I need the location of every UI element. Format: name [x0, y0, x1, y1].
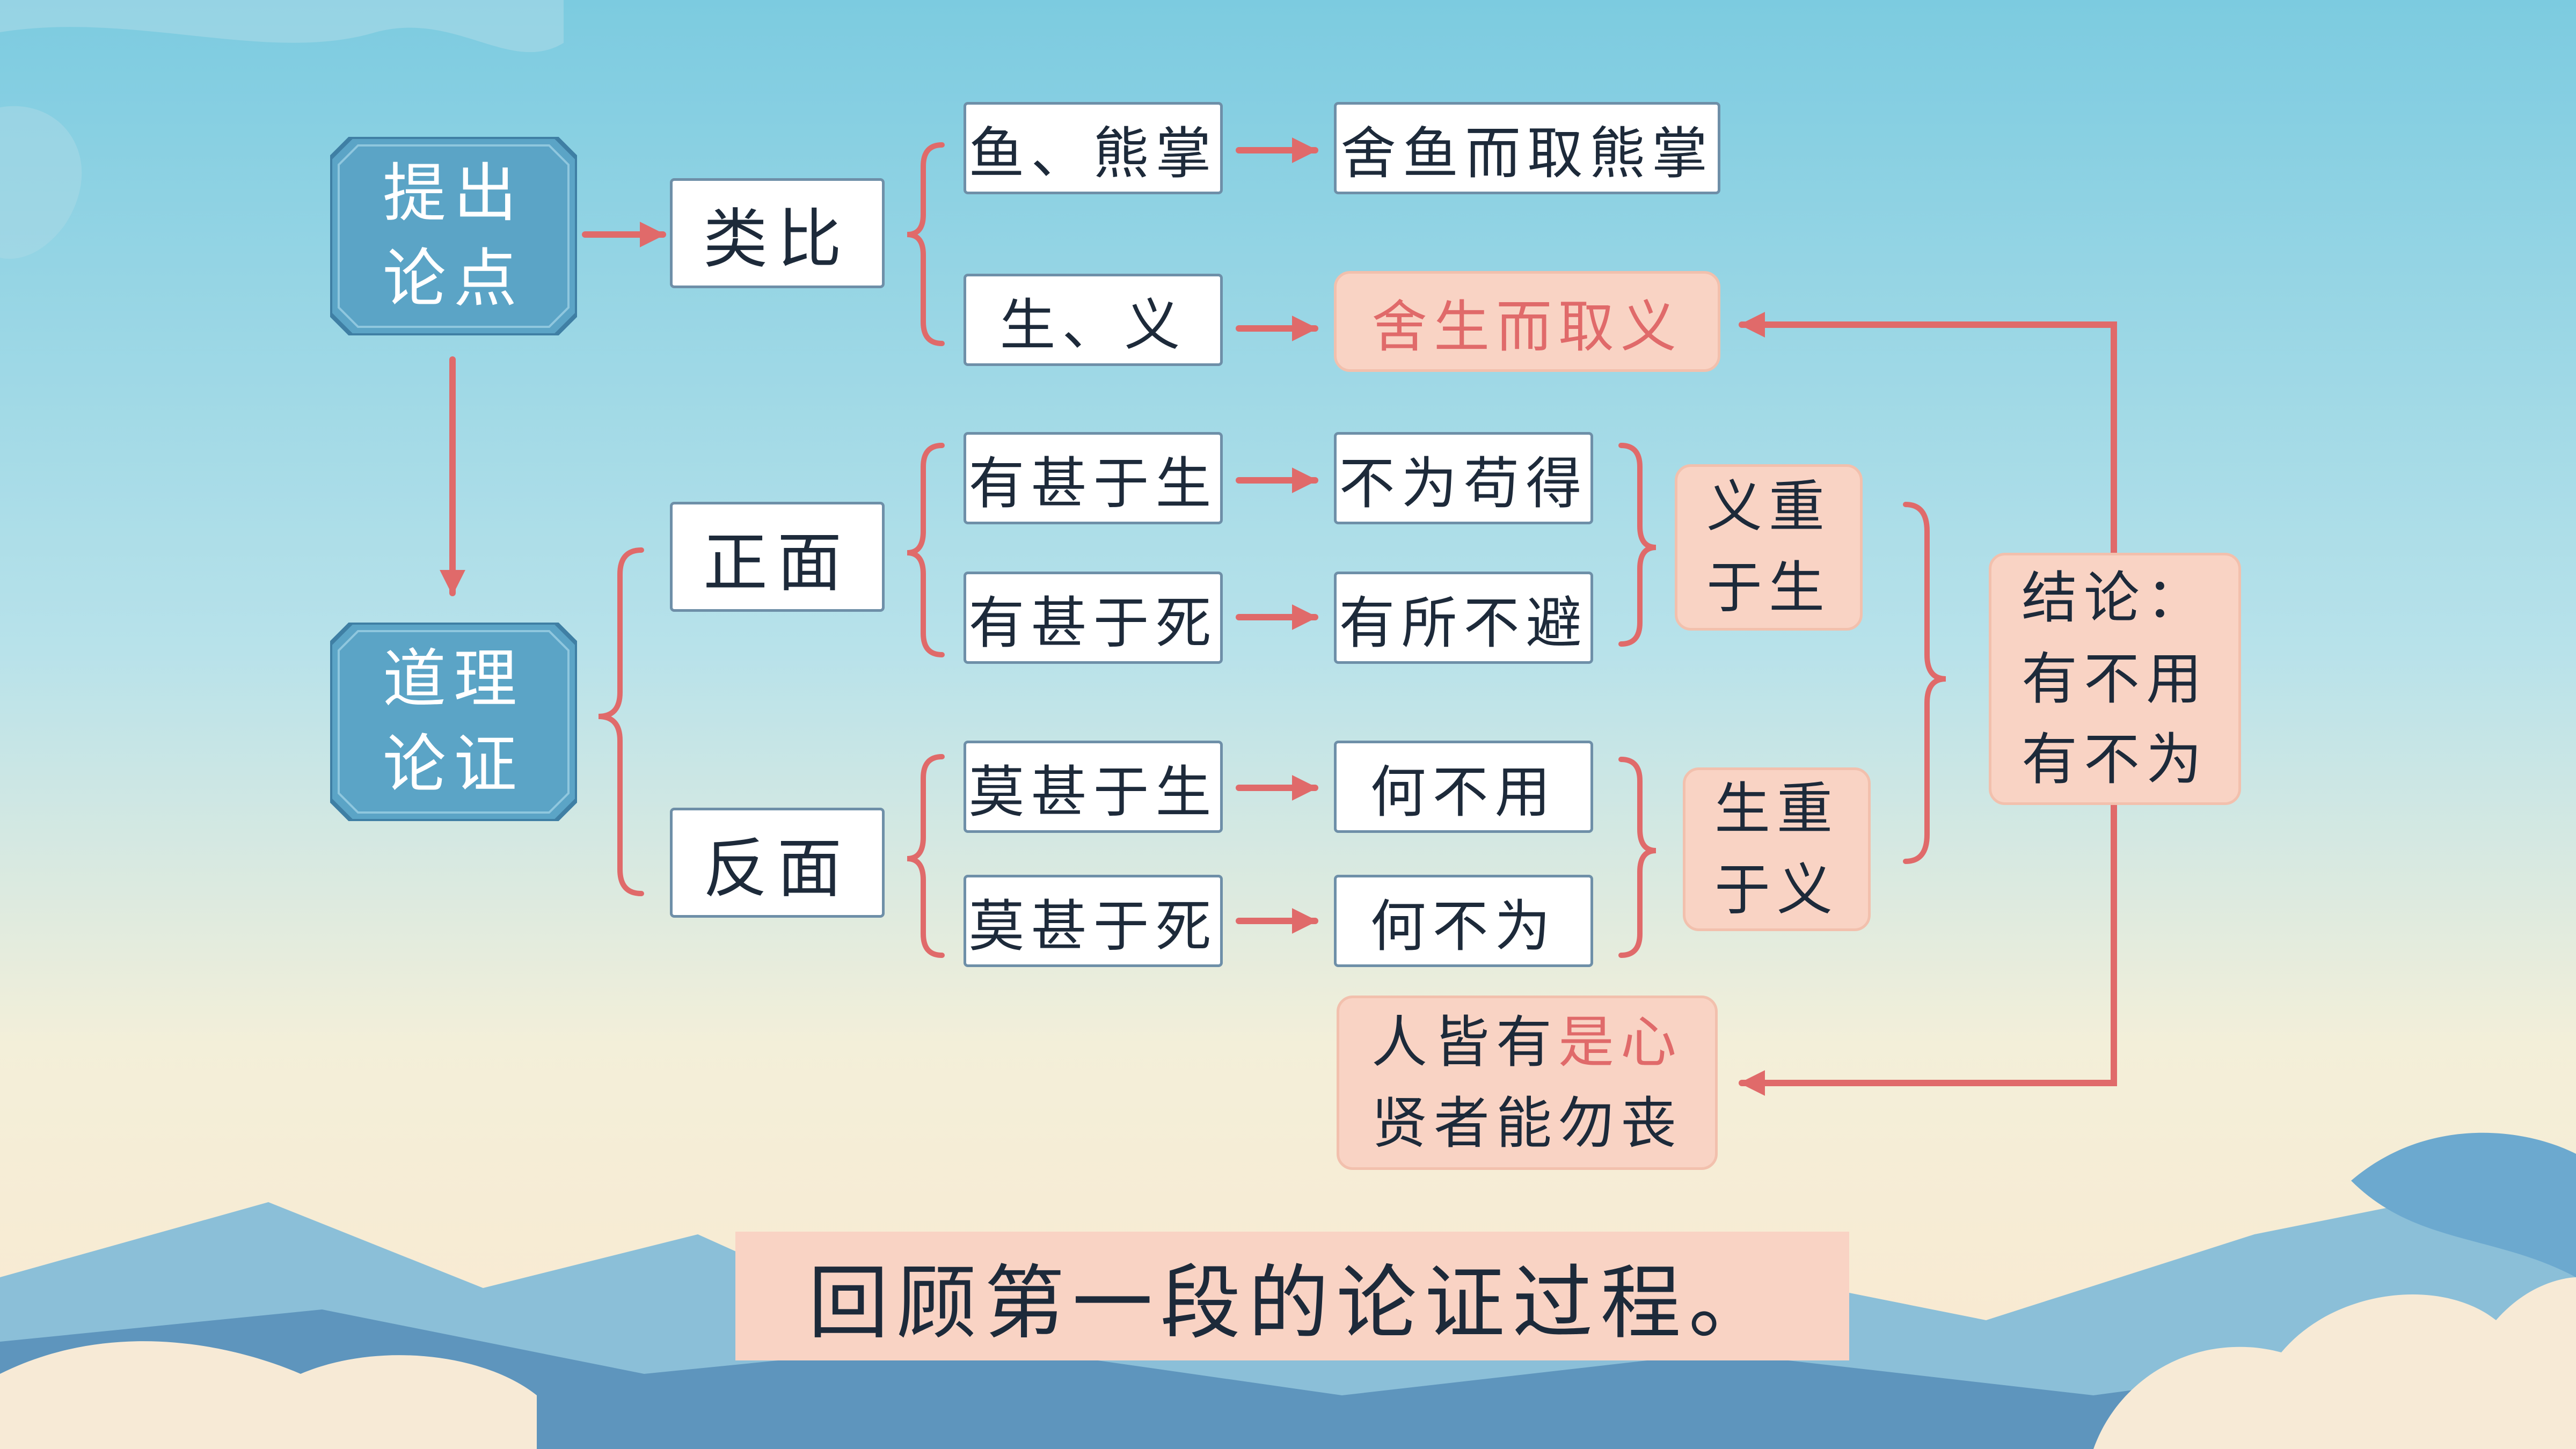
why-not-use-box: 何不用	[1334, 741, 1593, 833]
propose-thesis-line2: 论点	[382, 241, 524, 316]
desire-more-than-life-box: 有甚于生	[964, 432, 1223, 524]
righteous-over-life-line2: 于生	[1706, 555, 1831, 620]
life-righteous-box: 生、义	[964, 274, 1223, 366]
positive-box: 正面	[670, 502, 885, 612]
fish-bear-result-box: 舍鱼而取熊掌	[1334, 102, 1720, 194]
everyone-has-heart-line1: 人皆有是心	[1371, 1002, 1683, 1083]
review-banner: 回顾第一段的论证过程。	[735, 1232, 1849, 1360]
conclusion-line1: 有不用	[2021, 646, 2208, 712]
life-righteous-result-box: 舍生而取义	[1334, 271, 1720, 372]
life-over-righteous-box: 生重 于义	[1683, 767, 1871, 931]
righteous-over-life-line1: 义重	[1706, 474, 1831, 540]
everyone-has-heart-plain: 人皆有	[1371, 1009, 1558, 1075]
propose-thesis-node: 提出 论点	[330, 137, 577, 335]
hexagon-shape	[330, 137, 577, 335]
reasoning-argument-node: 道理 论证	[330, 623, 577, 821]
conclusion-box: 结论： 有不用 有不为	[1989, 553, 2241, 805]
life-over-righteous-line1: 生重	[1714, 775, 1839, 841]
reasoning-argument-line1: 道理	[382, 641, 524, 716]
nothing-more-than-life-box: 莫甚于生	[964, 741, 1223, 833]
conclusion-line2: 有不为	[2021, 727, 2208, 793]
everyone-has-heart-accent: 是心	[1558, 1009, 1683, 1075]
righteous-over-life-box: 义重 于生	[1675, 464, 1863, 631]
analogy-box: 类比	[670, 178, 885, 288]
life-over-righteous-line2: 于义	[1714, 857, 1839, 923]
reasoning-argument-line2: 论证	[382, 727, 524, 801]
nothing-more-than-death-box: 莫甚于死	[964, 875, 1223, 967]
everyone-has-heart-box: 人皆有是心 贤者能勿丧	[1337, 996, 1718, 1170]
why-not-do-box: 何不为	[1334, 875, 1593, 967]
not-avoid-box: 有所不避	[1334, 572, 1593, 664]
everyone-has-heart-line2: 贤者能勿丧	[1371, 1090, 1683, 1156]
conclusion-heading: 结论：	[2021, 565, 2208, 631]
propose-thesis-line1: 提出	[382, 156, 524, 230]
not-improper-box: 不为苟得	[1334, 432, 1593, 524]
negative-box: 反面	[670, 808, 885, 918]
fish-bear-box: 鱼、熊掌	[964, 102, 1223, 194]
hexagon-shape	[330, 623, 577, 821]
hate-more-than-death-box: 有甚于死	[964, 572, 1223, 664]
